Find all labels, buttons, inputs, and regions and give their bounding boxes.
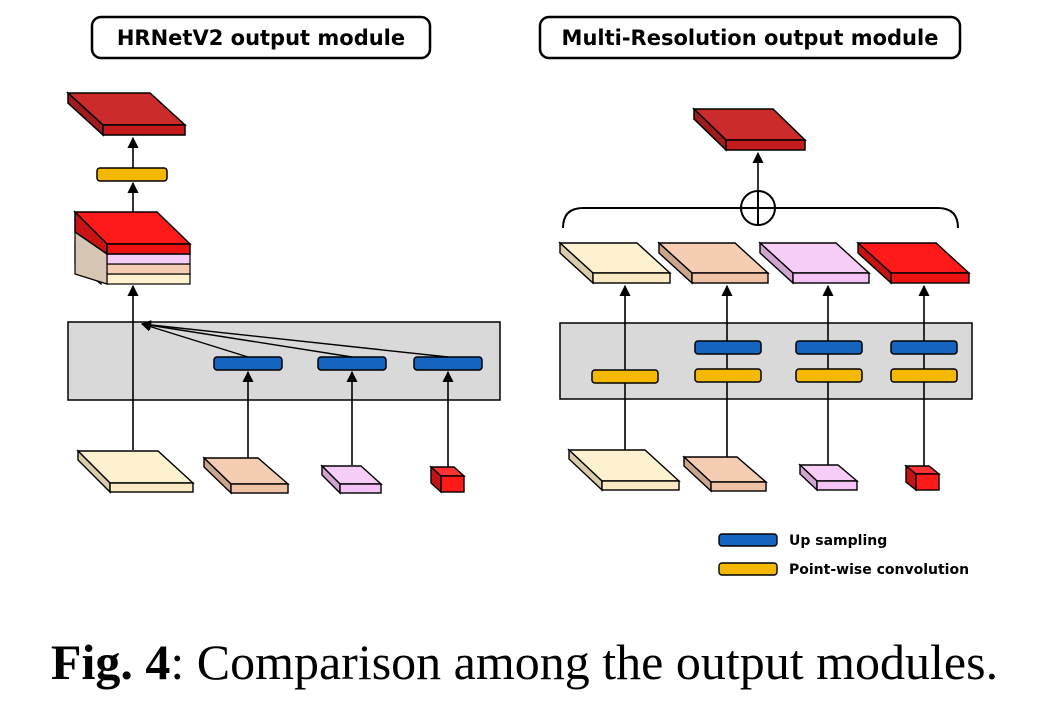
left-merge-arrow-1 — [141, 321, 249, 358]
left-pointwise-conv — [96, 167, 168, 182]
left-merge-arrow-2 — [141, 320, 353, 358]
right-input-tensor-1 — [567, 448, 681, 492]
left-input-tensor-1 — [76, 449, 195, 494]
left-output-tensor — [66, 91, 187, 137]
right-upsample-2 — [694, 340, 762, 355]
right-upsample-3 — [795, 340, 863, 355]
left-module-title-box: HRNetV2 output module — [90, 15, 432, 60]
legend: Up sampling Point-wise convolution — [718, 533, 969, 578]
legend-pointwise-label: Point-wise convolution — [789, 562, 969, 578]
left-upsample-3 — [413, 356, 483, 371]
right-module-title: Multi-Resolution output module — [562, 26, 939, 50]
figure-label: Fig. 4 — [50, 634, 171, 690]
right-input-tensor-2 — [682, 455, 768, 493]
right-input-tensor-4 — [904, 464, 941, 492]
right-upsample-4 — [890, 340, 958, 355]
sum-brace — [562, 207, 959, 229]
right-processing-box — [559, 322, 973, 400]
legend-upsampling-label: Up sampling — [789, 533, 887, 549]
right-branch-tensor-2 — [657, 241, 770, 285]
right-module-title-box: Multi-Resolution output module — [538, 15, 962, 60]
right-pointwise-conv-3 — [795, 368, 863, 383]
right-input-tensor-3 — [798, 463, 859, 492]
left-upsample-1 — [213, 356, 283, 371]
legend-pointwise-swatch — [718, 562, 778, 576]
right-pointwise-conv-1 — [591, 369, 659, 384]
right-branch-tensor-1 — [558, 241, 672, 285]
left-merge-arrow-3 — [141, 320, 449, 358]
figure-caption: Fig. 4: Comparison among the output modu… — [0, 632, 1049, 692]
left-concat-stack — [73, 210, 192, 286]
right-output-tensor — [692, 107, 807, 152]
sum-circle-icon — [740, 190, 776, 226]
left-input-tensor-3 — [320, 464, 383, 495]
left-module-title: HRNetV2 output module — [117, 26, 405, 50]
right-branch-tensor-3 — [758, 241, 871, 285]
figure-caption-text: : Comparison among the output modules. — [170, 634, 999, 690]
left-input-tensor-4 — [429, 465, 466, 494]
left-upsample-2 — [317, 356, 387, 371]
left-input-tensor-2 — [202, 456, 290, 495]
right-branch-tensor-4 — [856, 241, 971, 285]
right-pointwise-conv-2 — [694, 368, 762, 383]
legend-upsampling-swatch — [718, 533, 778, 547]
right-pointwise-conv-4 — [890, 368, 958, 383]
